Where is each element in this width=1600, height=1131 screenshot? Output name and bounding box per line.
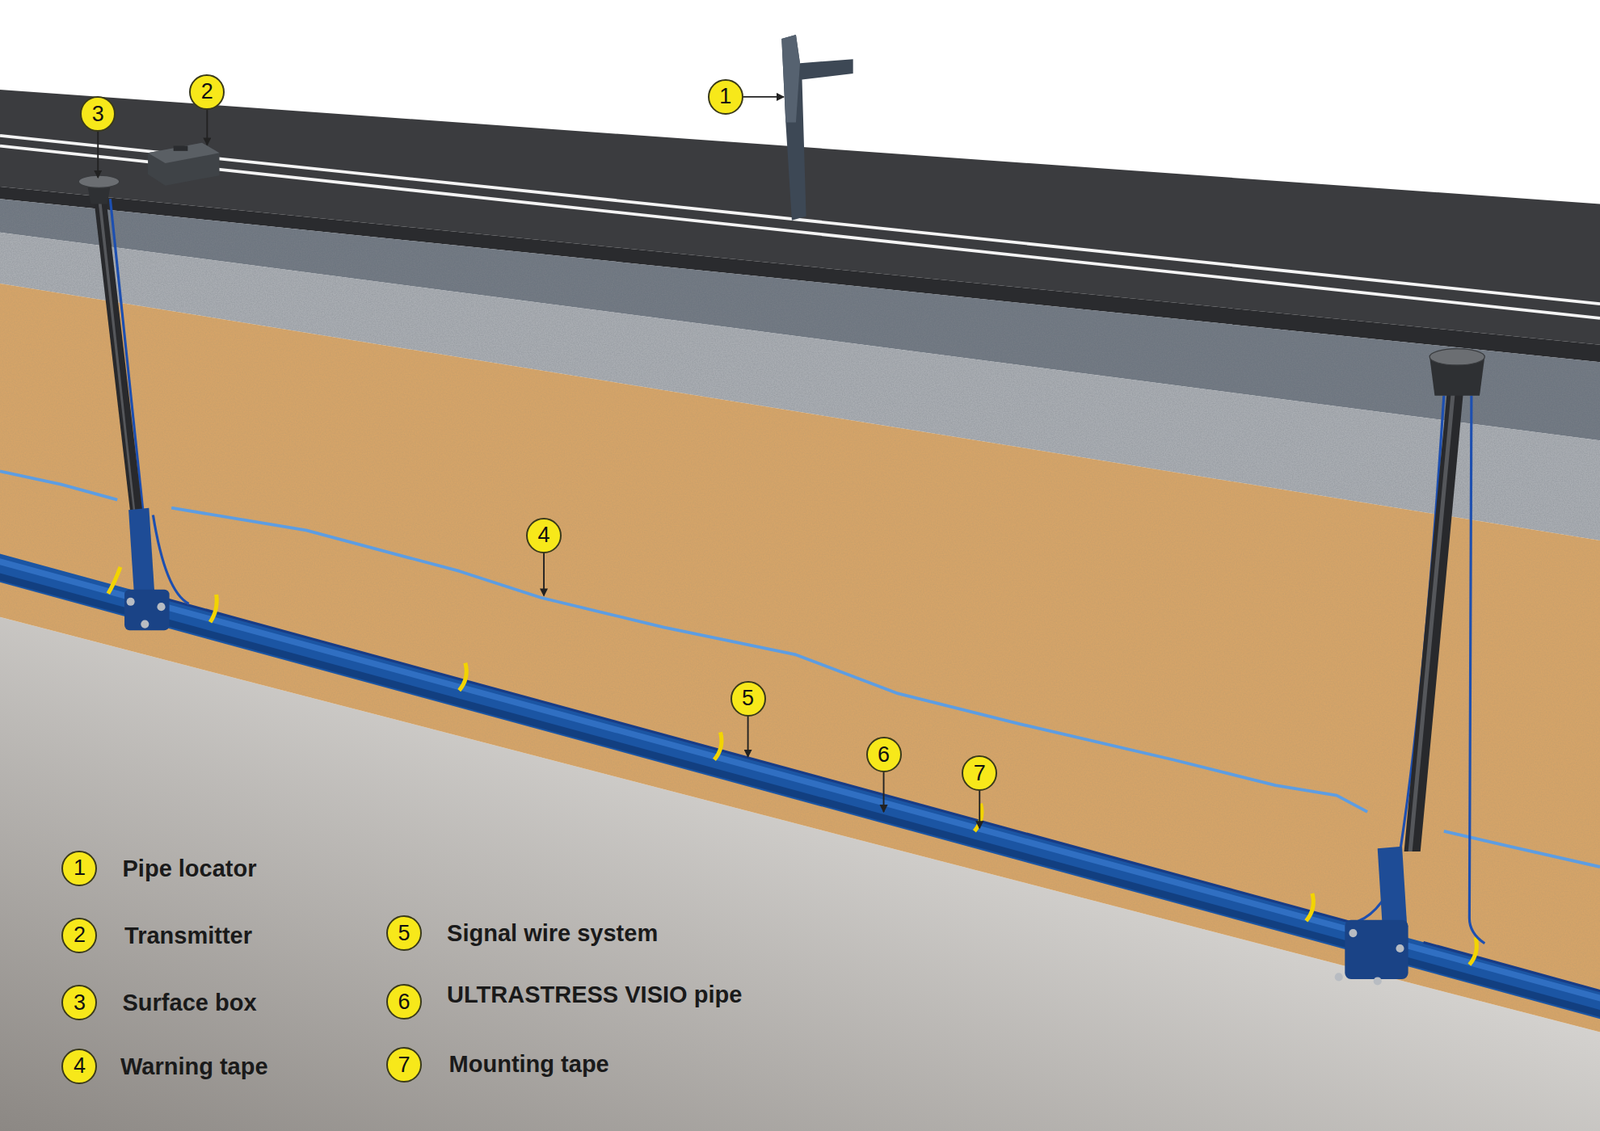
warning-tape [0, 471, 118, 500]
riser-wire [1469, 395, 1485, 944]
transmitter-box [147, 143, 219, 186]
legend-text: Transmitter [124, 922, 253, 949]
legend-text: Surface box [122, 989, 257, 1017]
callout-circle: 4 [526, 517, 562, 554]
signal-wire [168, 599, 1357, 924]
callout-number: 7 [973, 762, 986, 785]
mounting-tape [974, 804, 982, 832]
callout-number: 6 [877, 744, 890, 767]
valve-flange [124, 589, 170, 631]
riser-pipe [93, 198, 144, 515]
flange-bolt [1373, 976, 1382, 986]
mounting-tape [108, 567, 121, 594]
sand-layer [0, 283, 1600, 1033]
callout-circle: 2 [189, 74, 225, 110]
callout-number: 3 [92, 103, 105, 126]
callout-circle: 5 [730, 681, 767, 717]
leader-line [883, 772, 885, 813]
transmitter-handle [173, 146, 189, 152]
surface-box-lid [1429, 349, 1485, 366]
flange-bolt [156, 602, 165, 611]
legend-text: ULTRASTRESS VISIO pipe [446, 981, 742, 1009]
flange-bolt [1334, 972, 1344, 982]
leader-line [96, 131, 99, 178]
riser-highlight [97, 198, 136, 515]
pipe-shadow [0, 574, 1600, 1018]
pipe-highlight [0, 559, 1600, 1003]
callout-number: 1 [73, 857, 86, 880]
callout-number: 5 [398, 922, 411, 945]
transmitter-top [147, 143, 219, 164]
callout-number: 7 [398, 1054, 411, 1077]
riser-highlight [1408, 392, 1456, 852]
ductile-pipe [0, 565, 1600, 1009]
leader-line [742, 96, 784, 98]
mounting-tape [458, 663, 467, 691]
callout-number: 3 [73, 992, 86, 1015]
callout-number: 4 [73, 1055, 86, 1078]
callout-number: 5 [741, 687, 754, 710]
signal-wire [1423, 942, 1600, 994]
valve-body [128, 508, 156, 605]
callout-circle: 1 [707, 79, 744, 115]
leader-line [543, 552, 545, 596]
legend-text: Signal wire system [446, 920, 658, 948]
callout-number: 6 [398, 991, 411, 1014]
flange-bolt [1348, 929, 1357, 938]
flange-bolt [126, 597, 135, 607]
valve-flange [1344, 920, 1408, 980]
riser-pipe [1404, 392, 1464, 852]
callout-number: 2 [201, 80, 214, 103]
flange-bolt [140, 620, 149, 629]
flange-bolt [1395, 944, 1404, 953]
leader-line [206, 109, 208, 145]
sand-texture [0, 283, 1600, 1033]
mounting-tape [1469, 937, 1477, 965]
mounting-tape [1305, 893, 1314, 922]
pipe-locator [781, 34, 853, 221]
surface-box-lid [78, 175, 120, 188]
legend-text: Pipe locator [122, 854, 257, 882]
mounting-tape [714, 732, 722, 760]
legend-text: Warning tape [120, 1052, 269, 1080]
legend-text: Mounting tape [449, 1051, 610, 1078]
warning-tape [1444, 831, 1600, 868]
leader-line [978, 790, 981, 829]
leader-line [747, 715, 750, 757]
callout-circle: 6 [386, 984, 422, 1020]
callout-number: 2 [73, 924, 86, 947]
callout-number: 1 [719, 85, 732, 108]
callout-circle: 4 [61, 1048, 97, 1085]
callout-circle: 1 [61, 850, 97, 887]
callout-circle: 6 [866, 736, 902, 773]
pipe-locator-face [781, 34, 800, 123]
callout-number: 4 [538, 524, 551, 547]
mounting-tape [210, 594, 217, 623]
